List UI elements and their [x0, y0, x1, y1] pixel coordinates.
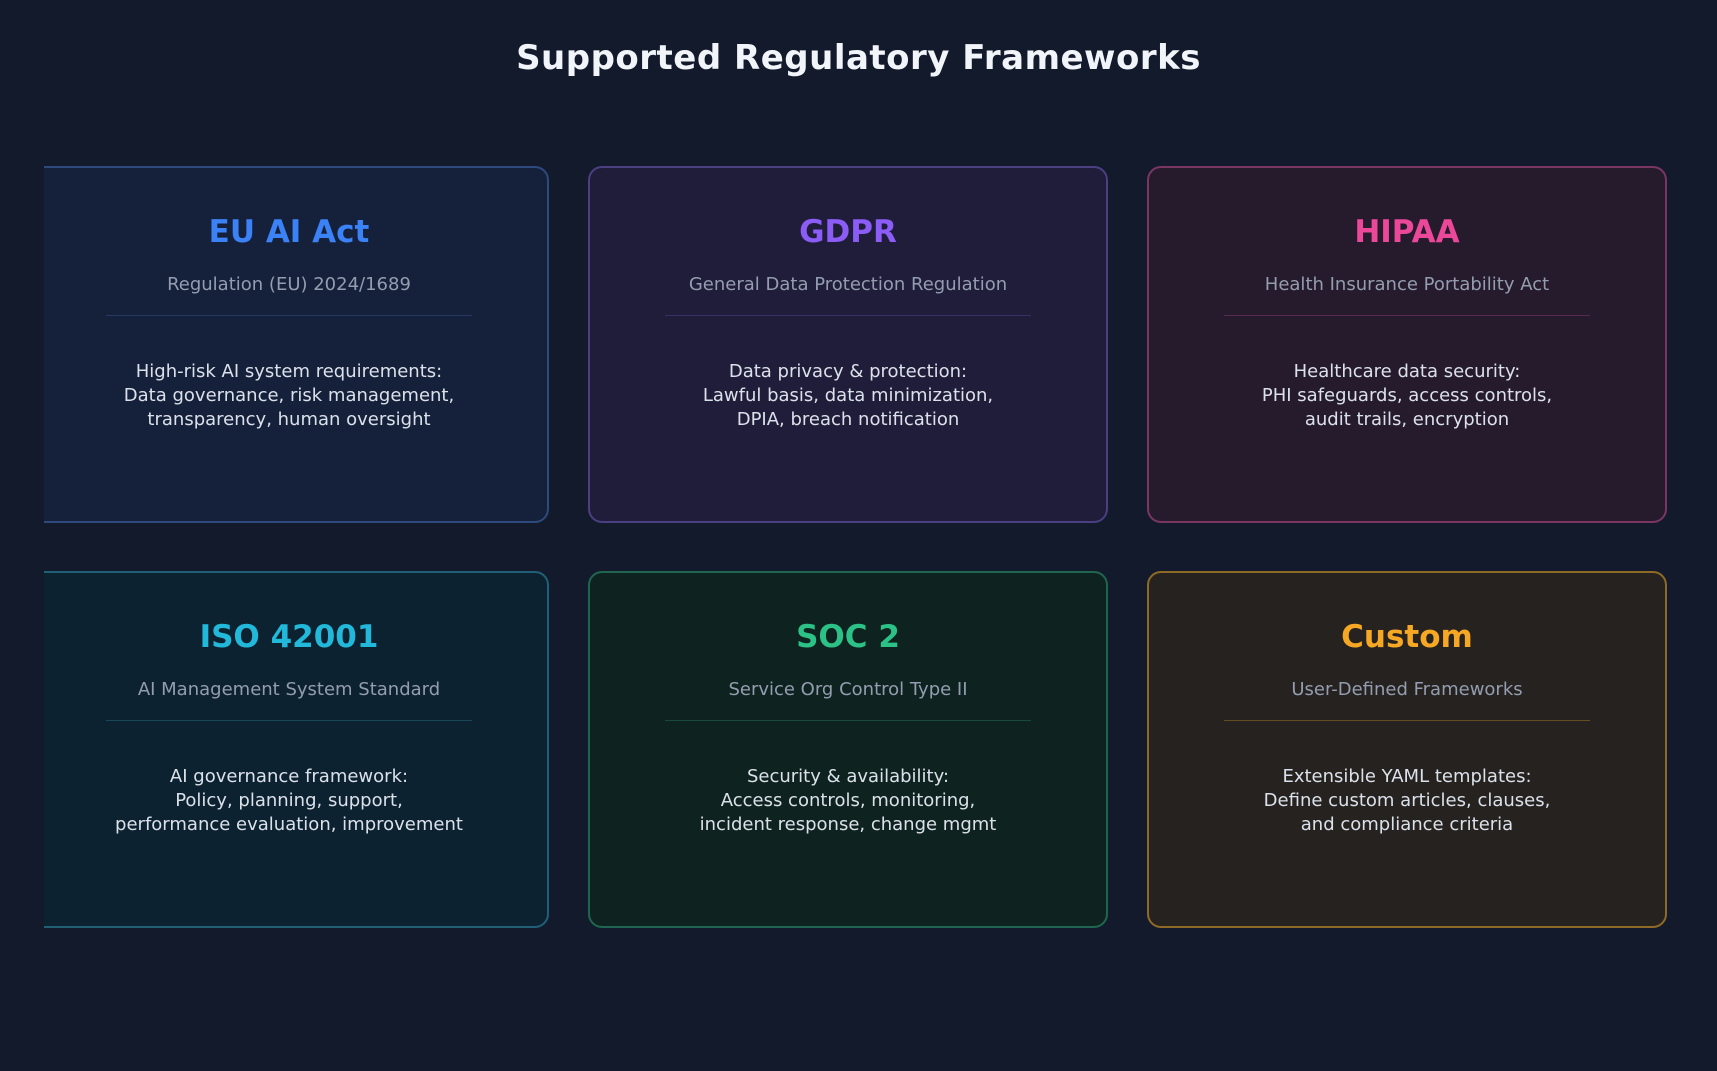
framework-title: GDPR: [799, 214, 897, 250]
framework-card-iso-42001: ISO 42001 AI Management System Standard …: [44, 571, 549, 928]
description-line: Policy, planning, support,: [175, 790, 403, 811]
description-line: AI governance framework:: [169, 766, 409, 787]
framework-description: Security & availability: Access controls…: [590, 765, 1106, 837]
description-line: PHI safeguards, access controls,: [1261, 385, 1553, 406]
framework-card-gdpr: GDPR General Data Protection Regulation …: [588, 166, 1108, 523]
framework-title: ISO 42001: [199, 619, 379, 655]
description-line: incident response, change mgmt: [699, 814, 997, 835]
framework-subtitle: AI Management System Standard: [137, 679, 441, 700]
description-line: Define custom articles, clauses,: [1263, 790, 1551, 811]
description-line: audit trails, encryption: [1304, 409, 1510, 430]
framework-subtitle: General Data Protection Regulation: [688, 274, 1008, 295]
description-line: Access controls, monitoring,: [720, 790, 976, 811]
divider: [664, 315, 1032, 316]
framework-title: HIPAA: [1354, 214, 1460, 250]
framework-card-hipaa: HIPAA Health Insurance Portability Act H…: [1147, 166, 1667, 523]
framework-description: Data privacy & protection: Lawful basis,…: [590, 360, 1106, 432]
description-line: High-risk AI system requirements:: [135, 361, 443, 382]
framework-description: Healthcare data security: PHI safeguards…: [1149, 360, 1665, 432]
divider: [1223, 315, 1591, 316]
framework-card-soc-2: SOC 2 Service Org Control Type II Securi…: [588, 571, 1108, 928]
framework-title: Custom: [1341, 619, 1473, 655]
framework-grid: EU AI Act Regulation (EU) 2024/1689 High…: [44, 166, 1667, 928]
description-line: and compliance criteria: [1300, 814, 1514, 835]
description-line: DPIA, breach notification: [736, 409, 960, 430]
content-area: EU AI Act Regulation (EU) 2024/1689 High…: [44, 0, 1717, 1071]
description-line: Security & availability:: [746, 766, 950, 787]
divider: [1223, 720, 1591, 721]
framework-description: AI governance framework: Policy, plannin…: [44, 765, 547, 837]
framework-description: High-risk AI system requirements: Data g…: [44, 360, 547, 432]
framework-title: SOC 2: [796, 619, 900, 655]
description-line: Data governance, risk management,: [123, 385, 455, 406]
description-line: performance evaluation, improvement: [115, 814, 463, 835]
description-line: transparency, human oversight: [147, 409, 431, 430]
framework-subtitle: Service Org Control Type II: [728, 679, 968, 700]
divider: [105, 315, 473, 316]
framework-subtitle: User-Defined Frameworks: [1291, 679, 1523, 700]
framework-card-eu-ai-act: EU AI Act Regulation (EU) 2024/1689 High…: [44, 166, 549, 523]
description-line: Data privacy & protection:: [728, 361, 968, 382]
framework-card-custom: Custom User-Defined Frameworks Extensibl…: [1147, 571, 1667, 928]
page-title: Supported Regulatory Frameworks: [516, 38, 1201, 78]
framework-description: Extensible YAML templates: Define custom…: [1149, 765, 1665, 837]
description-line: Lawful basis, data minimization,: [702, 385, 994, 406]
divider: [664, 720, 1032, 721]
framework-subtitle: Regulation (EU) 2024/1689: [167, 274, 411, 295]
framework-subtitle: Health Insurance Portability Act: [1264, 274, 1550, 295]
description-line: Healthcare data security:: [1293, 361, 1521, 382]
framework-title: EU AI Act: [208, 214, 370, 250]
divider: [105, 720, 473, 721]
description-line: Extensible YAML templates:: [1282, 766, 1532, 787]
